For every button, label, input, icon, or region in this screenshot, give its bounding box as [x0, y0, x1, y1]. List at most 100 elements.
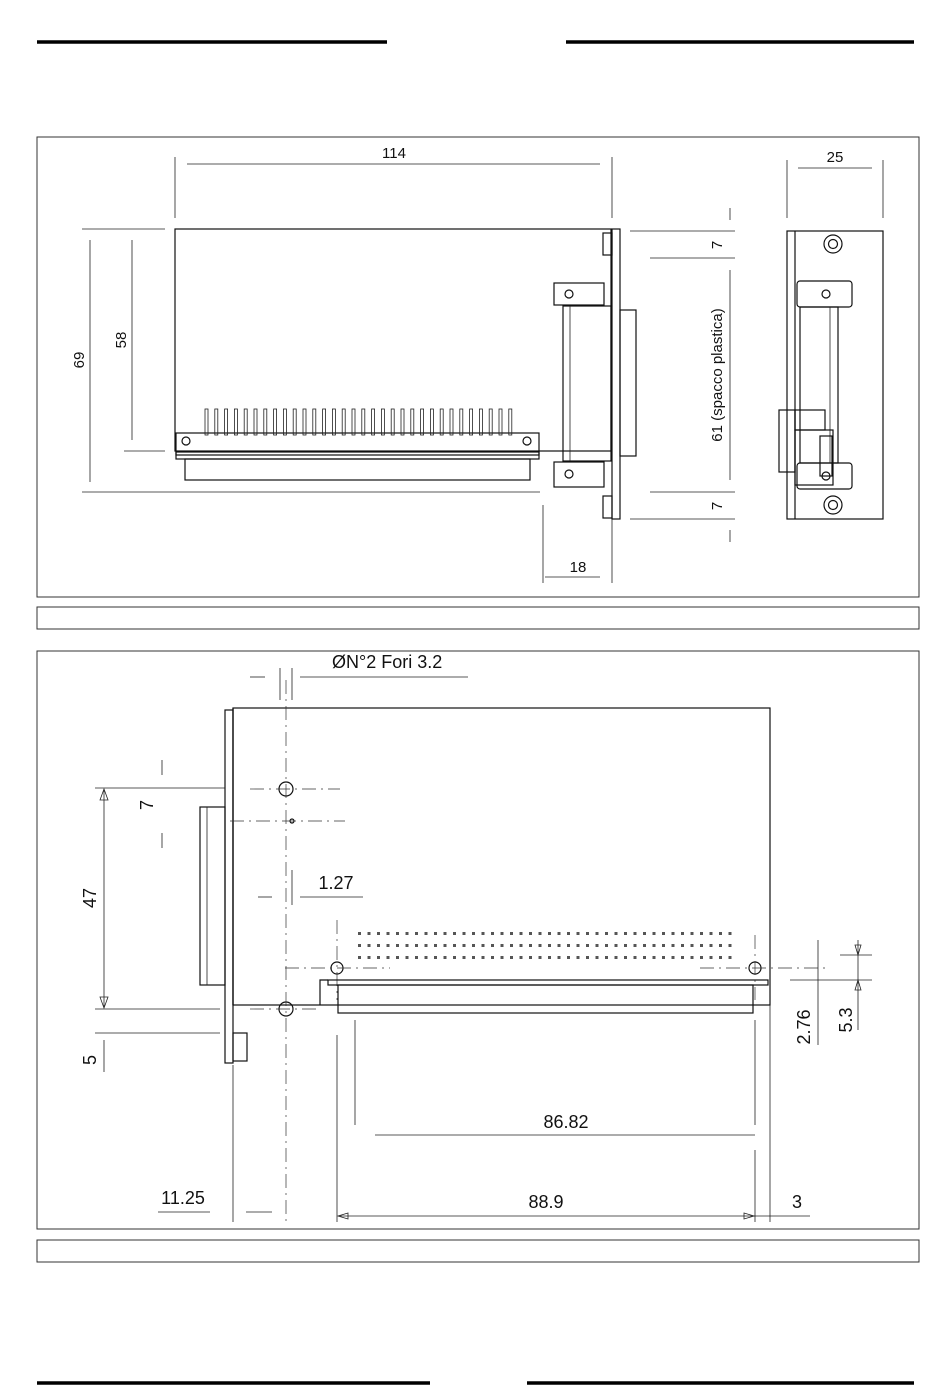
header-pin	[463, 944, 466, 947]
header-pin	[567, 932, 570, 935]
header-pin	[710, 956, 713, 959]
header-pin	[548, 956, 551, 959]
connector-pin	[401, 409, 404, 435]
connector-pin	[362, 409, 365, 435]
header-pin	[577, 932, 580, 935]
header-pin	[472, 932, 475, 935]
dim-hole-spacing-7: 7	[137, 800, 157, 810]
side-flange-top	[797, 281, 852, 307]
header-pin	[358, 956, 361, 959]
header-pin	[529, 956, 532, 959]
header-pin	[558, 932, 561, 935]
connector-pin	[430, 409, 433, 435]
connector-pin	[381, 409, 384, 435]
header-pin	[577, 956, 580, 959]
dim-5: 5	[80, 1055, 100, 1065]
header-pin	[634, 932, 637, 935]
header-pin	[615, 956, 618, 959]
header-pin	[719, 944, 722, 947]
header-pin	[672, 944, 675, 947]
connector-pin	[225, 409, 228, 435]
header-pin	[501, 944, 504, 947]
header-pin	[548, 932, 551, 935]
connector-pin	[421, 409, 424, 435]
bottom-drawing-frame	[37, 651, 919, 1229]
side-screw-top	[824, 235, 842, 253]
header-pin	[387, 932, 390, 935]
dim-1-27: 1.27	[318, 873, 353, 893]
header-pin	[700, 956, 703, 959]
header-pin	[444, 956, 447, 959]
header-pin	[643, 932, 646, 935]
top-drawing: 114 69 58 7 61 (spacco plastica) 7 18	[37, 137, 919, 629]
header-pin	[510, 956, 513, 959]
dim-61-plastic-gap: 61 (spacco plastica)	[709, 308, 726, 441]
side-view-panel	[787, 231, 883, 519]
header-pin	[463, 932, 466, 935]
header-pin	[558, 956, 561, 959]
header-pin	[510, 932, 513, 935]
connector-pin	[372, 409, 375, 435]
header-pin	[672, 932, 675, 935]
header-pin	[358, 944, 361, 947]
connector-pin	[470, 409, 473, 435]
header-pin	[520, 932, 523, 935]
dim-86-82: 86.82	[543, 1112, 588, 1132]
header-pin	[605, 944, 608, 947]
connector-flange-bottom	[554, 462, 604, 487]
header-pin	[368, 932, 371, 935]
header-pin	[624, 956, 627, 959]
connector-flange-top	[554, 283, 604, 305]
header-pin	[387, 944, 390, 947]
connector-pin	[293, 409, 296, 435]
header-pin	[425, 932, 428, 935]
connector-pin	[332, 409, 335, 435]
bottom-board-outline	[233, 708, 770, 1005]
connector-pin	[440, 409, 443, 435]
panel-tab-bottom	[603, 496, 612, 518]
header-pin	[491, 956, 494, 959]
header-pin	[472, 956, 475, 959]
header-pin	[520, 944, 523, 947]
header-pin	[377, 956, 380, 959]
header-pin	[596, 944, 599, 947]
header-pin	[681, 932, 684, 935]
header-pin	[729, 932, 732, 935]
header-pin	[491, 944, 494, 947]
header-pin	[577, 944, 580, 947]
connector-pin	[283, 409, 286, 435]
header-pin	[368, 944, 371, 947]
connector-pin	[303, 409, 306, 435]
bottom-panel-tab	[233, 1033, 247, 1061]
header-pin	[710, 932, 713, 935]
edge-connector-body	[185, 459, 530, 480]
dim-11-25: 11.25	[161, 1188, 205, 1208]
header-pin	[586, 956, 589, 959]
connector-pin	[313, 409, 316, 435]
side-screw-bottom	[824, 496, 842, 514]
header-pin	[434, 944, 437, 947]
dim-58: 58	[113, 332, 130, 349]
pin-header-body	[338, 985, 753, 1013]
dim-3: 3	[792, 1192, 802, 1212]
board-outline	[175, 229, 611, 451]
connector-pin	[215, 409, 218, 435]
connector-pin	[264, 409, 267, 435]
connector-pin	[499, 409, 502, 435]
connector-pins	[205, 409, 512, 435]
header-pin	[719, 932, 722, 935]
header-pin	[491, 932, 494, 935]
flange-hole-bottom	[565, 470, 573, 478]
header-pin	[501, 932, 504, 935]
connector-pin	[509, 409, 512, 435]
header-pin	[710, 944, 713, 947]
header-pin	[653, 932, 656, 935]
header-pin	[472, 944, 475, 947]
header-pin	[539, 932, 542, 935]
header-pin	[482, 956, 485, 959]
header-pin	[529, 944, 532, 947]
header-pin	[425, 956, 428, 959]
header-pin	[453, 932, 456, 935]
header-pin	[396, 944, 399, 947]
header-pin	[691, 932, 694, 935]
